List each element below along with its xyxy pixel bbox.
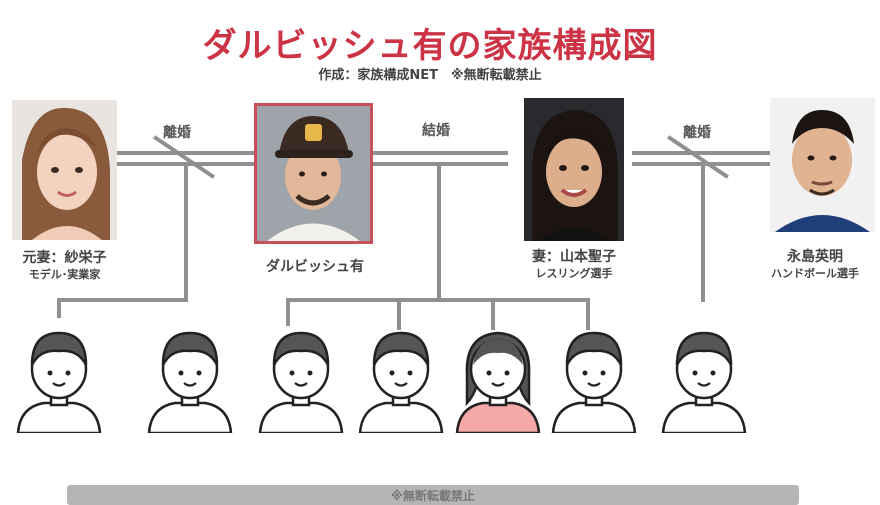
- center-person-photo: [254, 103, 373, 244]
- ex-wife-name: 元妻：紗栄子: [22, 250, 107, 266]
- ex-wife-role: モデル･実業家: [28, 268, 101, 281]
- center-person-name: ダルビッシュ有: [266, 259, 364, 275]
- divorce-label-left: 離婚: [163, 125, 191, 141]
- child-boy-icon: [145, 325, 235, 435]
- ex-wife-photo: [12, 100, 117, 240]
- footer-text: ※無断転載禁止: [391, 489, 475, 503]
- diagram-subtitle: 作成：家族構成NET ※無断転載禁止: [318, 68, 542, 83]
- child-boy-icon: [256, 325, 346, 435]
- wife-photo: [524, 98, 624, 241]
- diagram-title: ダルビッシュ有の家族構成図: [202, 26, 658, 66]
- wife-name: 妻：山本聖子: [532, 249, 616, 265]
- marriage-label: 結婚: [422, 123, 450, 139]
- footer-bar: ※無断転載禁止: [67, 485, 799, 505]
- child-boy-icon: [356, 325, 446, 435]
- child-boy-icon: [14, 325, 104, 435]
- child-boy-icon: [549, 325, 639, 435]
- wife-ex-name: 永島英明: [787, 249, 843, 265]
- wife-ex-photo: [770, 98, 875, 232]
- child-boy-icon: [659, 325, 749, 435]
- wife-role: レスリング選手: [535, 267, 613, 280]
- child-girl-icon: [453, 325, 543, 435]
- divorce-label-right: 離婚: [683, 125, 711, 141]
- wife-ex-role: ハンドボール選手: [771, 267, 859, 280]
